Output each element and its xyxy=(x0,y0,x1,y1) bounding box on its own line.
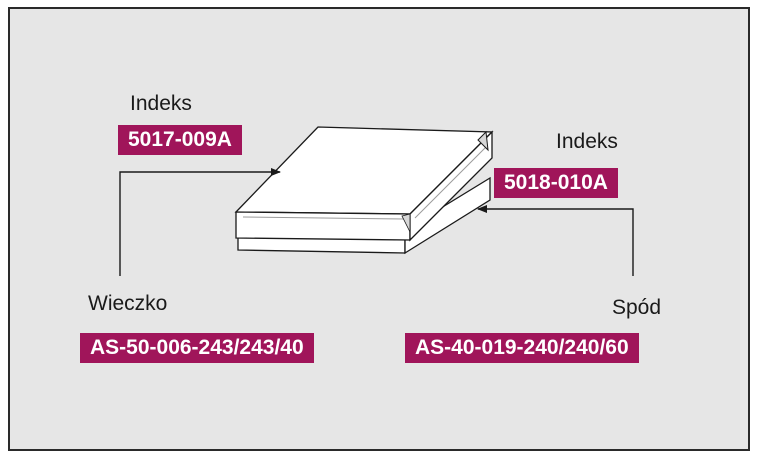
base-index-label: Indeks xyxy=(556,130,618,153)
base-name-label: Spód xyxy=(612,296,662,319)
base-code-badge: AS-40-019-240/240/60 xyxy=(405,333,639,363)
box-lid-shape xyxy=(234,126,494,242)
lid-leader-arrow xyxy=(119,168,281,276)
lid-name-label: Wieczko xyxy=(88,292,168,315)
base-index-code: 5018-010A xyxy=(494,168,618,198)
base-leader-arrow xyxy=(477,205,634,276)
lid-index-code: 5017-009A xyxy=(118,125,242,155)
lid-code-badge: AS-50-006-243/243/40 xyxy=(80,333,314,363)
lid-index-label: Indeks xyxy=(130,92,192,115)
